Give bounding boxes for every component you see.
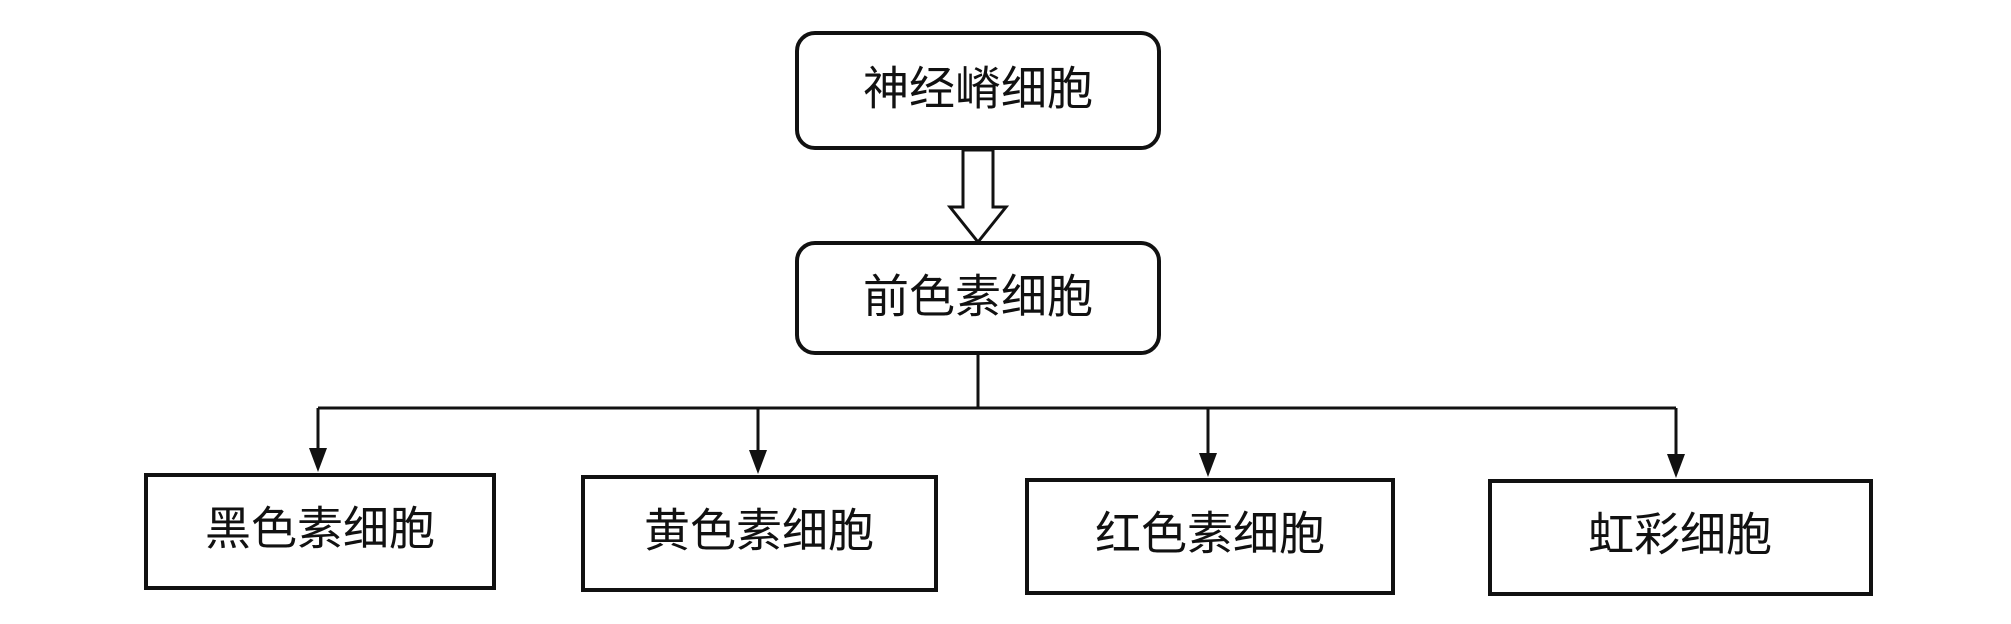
node-box <box>795 241 1161 355</box>
arrowhead-3 <box>1199 453 1217 477</box>
node-neural-crest-cell: 神经嵴细胞 <box>795 31 1161 150</box>
node-pre-pigment-cell: 前色素细胞 <box>795 241 1161 355</box>
node-melanocyte: 黑色素细胞 <box>144 473 496 590</box>
arrowhead-4 <box>1667 454 1685 478</box>
node-iridophore: 虹彩细胞 <box>1488 479 1873 596</box>
node-label: 红色素细胞 <box>1095 507 1325 561</box>
node-label: 黄色素细胞 <box>644 504 874 558</box>
node-erythrophore: 红色素细胞 <box>1025 478 1395 595</box>
arrowhead-2 <box>749 450 767 474</box>
node-label: 虹彩细胞 <box>1588 508 1772 562</box>
node-box <box>1025 478 1395 595</box>
hollow-arrow-down <box>946 148 1010 245</box>
node-box <box>1488 479 1873 596</box>
node-label: 黑色素细胞 <box>205 502 435 556</box>
arrowhead-1 <box>309 448 327 472</box>
node-box <box>795 31 1161 150</box>
node-box <box>144 473 496 590</box>
node-label: 神经嵴细胞 <box>863 62 1093 116</box>
node-label: 前色素细胞 <box>863 270 1093 324</box>
node-box <box>581 475 938 592</box>
node-xanthophore: 黄色素细胞 <box>581 475 938 592</box>
